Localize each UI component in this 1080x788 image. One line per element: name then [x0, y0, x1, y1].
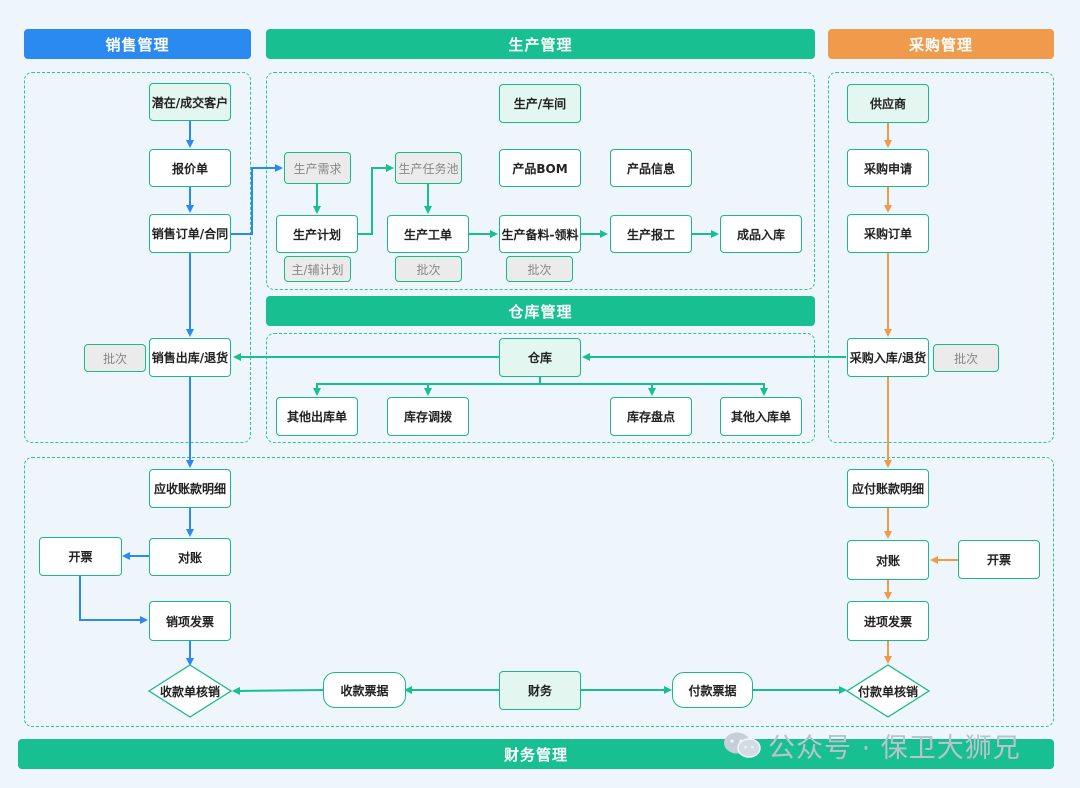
task-pool-node: 生产任务池 — [395, 152, 462, 184]
ar-detail-node: 应收账款明细 — [149, 469, 231, 508]
supplier-node: 供应商 — [847, 84, 929, 123]
finished-inbound-node: 成品入库 — [720, 215, 802, 253]
workshop-node: 生产/车间 — [499, 84, 581, 123]
sales-batch-tag: 批次 — [84, 344, 146, 372]
sales-invoice-node: 销项发票 — [149, 601, 231, 641]
sales-management-header: 销售管理 — [24, 29, 251, 59]
payment-writeoff-node: 付款单核销 — [857, 684, 918, 699]
sales-order-node: 销售订单/合同 — [149, 214, 231, 253]
ap-invoice-node: 开票 — [958, 540, 1040, 579]
purchase-inbound-node: 采购入库/退货 — [847, 338, 929, 377]
watermark-text: 公众号 · 保卫大狮兄 — [768, 732, 1021, 764]
ap-reconcile-node: 对账 — [847, 540, 929, 580]
warehouse-node: 仓库 — [499, 338, 581, 377]
product-info-node: 产品信息 — [610, 149, 692, 187]
other-inbound-node: 其他入库单 — [720, 397, 802, 436]
production-plan-node: 生产计划 — [276, 215, 358, 253]
ar-reconcile-node: 对账 — [149, 538, 231, 576]
purchase-batch-tag: 批次 — [933, 344, 999, 372]
purchase-management-header: 采购管理 — [828, 29, 1054, 59]
other-outbound-node: 其他出库单 — [276, 397, 358, 436]
receipt-doc-node: 收款票据 — [323, 672, 406, 708]
warehouse-management-header: 仓库管理 — [266, 296, 815, 326]
quote-node: 报价单 — [149, 149, 231, 187]
sales-outbound-node: 销售出库/退货 — [149, 338, 231, 377]
finance-management-header: 财务管理 — [18, 739, 1054, 769]
customers-node: 潜在/成交客户 — [149, 83, 231, 121]
watermark: 公众号 · 保卫大狮兄 — [722, 727, 1021, 764]
stocktake-node: 库存盘点 — [610, 397, 692, 436]
ar-invoice-issue-node: 开票 — [39, 537, 122, 576]
production-management-header: 生产管理 — [266, 29, 815, 59]
purchase-order-node: 采购订单 — [847, 214, 929, 253]
warehouse-region — [266, 333, 815, 443]
finance-node: 财务 — [499, 671, 581, 710]
transfer-node: 库存调拨 — [387, 397, 469, 436]
work-order-node: 生产工单 — [387, 215, 469, 253]
ap-detail-node: 应付账款明细 — [847, 469, 929, 508]
finance-region — [24, 457, 1054, 727]
purchase-invoice-node: 进项发票 — [847, 601, 929, 641]
production-region — [266, 72, 815, 290]
payment-doc-node: 付款票据 — [672, 672, 753, 708]
receipt-writeoff-node: 收款单核销 — [159, 684, 220, 699]
sales-region — [24, 72, 251, 443]
report-node: 生产报工 — [610, 215, 692, 253]
prep-batch-tag: 批次 — [506, 256, 573, 282]
work-order-batch-tag: 批次 — [395, 256, 462, 282]
demand-node: 生产需求 — [284, 152, 351, 184]
purchase-region — [828, 72, 1054, 443]
purchase-request-node: 采购申请 — [847, 149, 929, 187]
main-sub-plan-tag: 主/辅计划 — [284, 256, 351, 282]
prep-pick-node: 生产备料-领料 — [499, 215, 581, 253]
wechat-icon — [722, 730, 762, 760]
bom-node: 产品BOM — [499, 149, 581, 187]
